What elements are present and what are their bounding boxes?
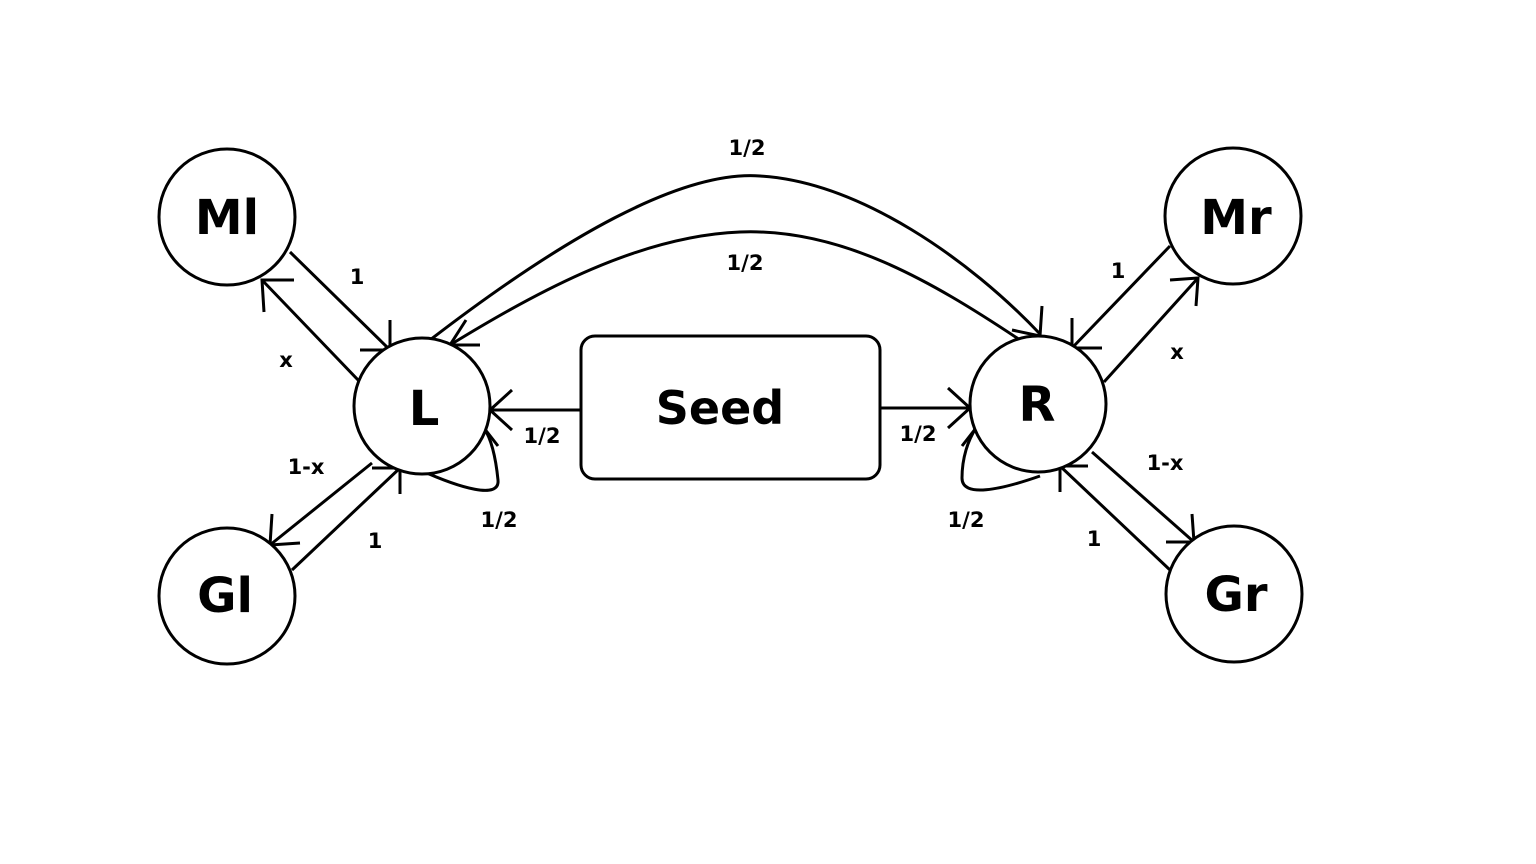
edge-l-to-r-outer [429, 174, 1042, 342]
edge-label-ml-to-l: 1 [350, 265, 365, 289]
edge-label-l-to-ml: x [279, 348, 293, 372]
edge-label-mr-to-r: 1 [1111, 259, 1126, 283]
node-r-label: R [1019, 377, 1056, 433]
edge-label-gl-to-l: 1 [368, 529, 383, 553]
edge-l-self-loop [419, 427, 500, 492]
node-gl [157, 526, 297, 666]
node-r [968, 334, 1108, 474]
edge-label-seed-to-l: 1/2 [524, 424, 561, 448]
edge-label-l-self: 1/2 [481, 508, 518, 532]
node-mr-label: Mr [1200, 190, 1272, 246]
edge-gr-to-r [1058, 464, 1172, 572]
edge-l-to-ml [260, 278, 362, 384]
node-gl-label: Gl [197, 568, 253, 624]
edge-label-r-to-mr: x [1170, 340, 1184, 364]
edge-gl-to-l [290, 466, 402, 572]
edge-l-to-gl [269, 461, 373, 547]
edge-label-r-to-gr: 1-x [1147, 451, 1184, 475]
node-seed [579, 334, 882, 481]
node-gr-label: Gr [1204, 567, 1267, 623]
edge-r-to-gr [1091, 450, 1195, 544]
edge-r-to-mr [1102, 276, 1200, 384]
arrowhead [1169, 276, 1200, 307]
edge-label-top-outer: 1/2 [729, 136, 766, 160]
node-l-label: L [409, 381, 440, 437]
edge-label-r-self: 1/2 [948, 508, 985, 532]
edge-ml-to-l [288, 250, 392, 352]
node-ml-label: Ml [195, 190, 259, 246]
node-seed-label: Seed [656, 381, 784, 435]
node-gr [1164, 524, 1304, 664]
edge-r-self-loop [960, 427, 1041, 492]
edge-label-top-inner: 1/2 [727, 251, 764, 275]
edge-label-seed-to-r: 1/2 [900, 422, 937, 446]
arrowhead [260, 278, 294, 313]
edge-mr-to-r [1070, 244, 1172, 350]
node-l [352, 336, 492, 476]
edge-r-to-l-inner [449, 230, 1021, 347]
edge-label-l-to-gl: 1-x [288, 455, 325, 479]
edge-label-gr-to-r: 1 [1087, 527, 1102, 551]
node-ml [157, 147, 297, 287]
node-mr [1163, 146, 1303, 286]
